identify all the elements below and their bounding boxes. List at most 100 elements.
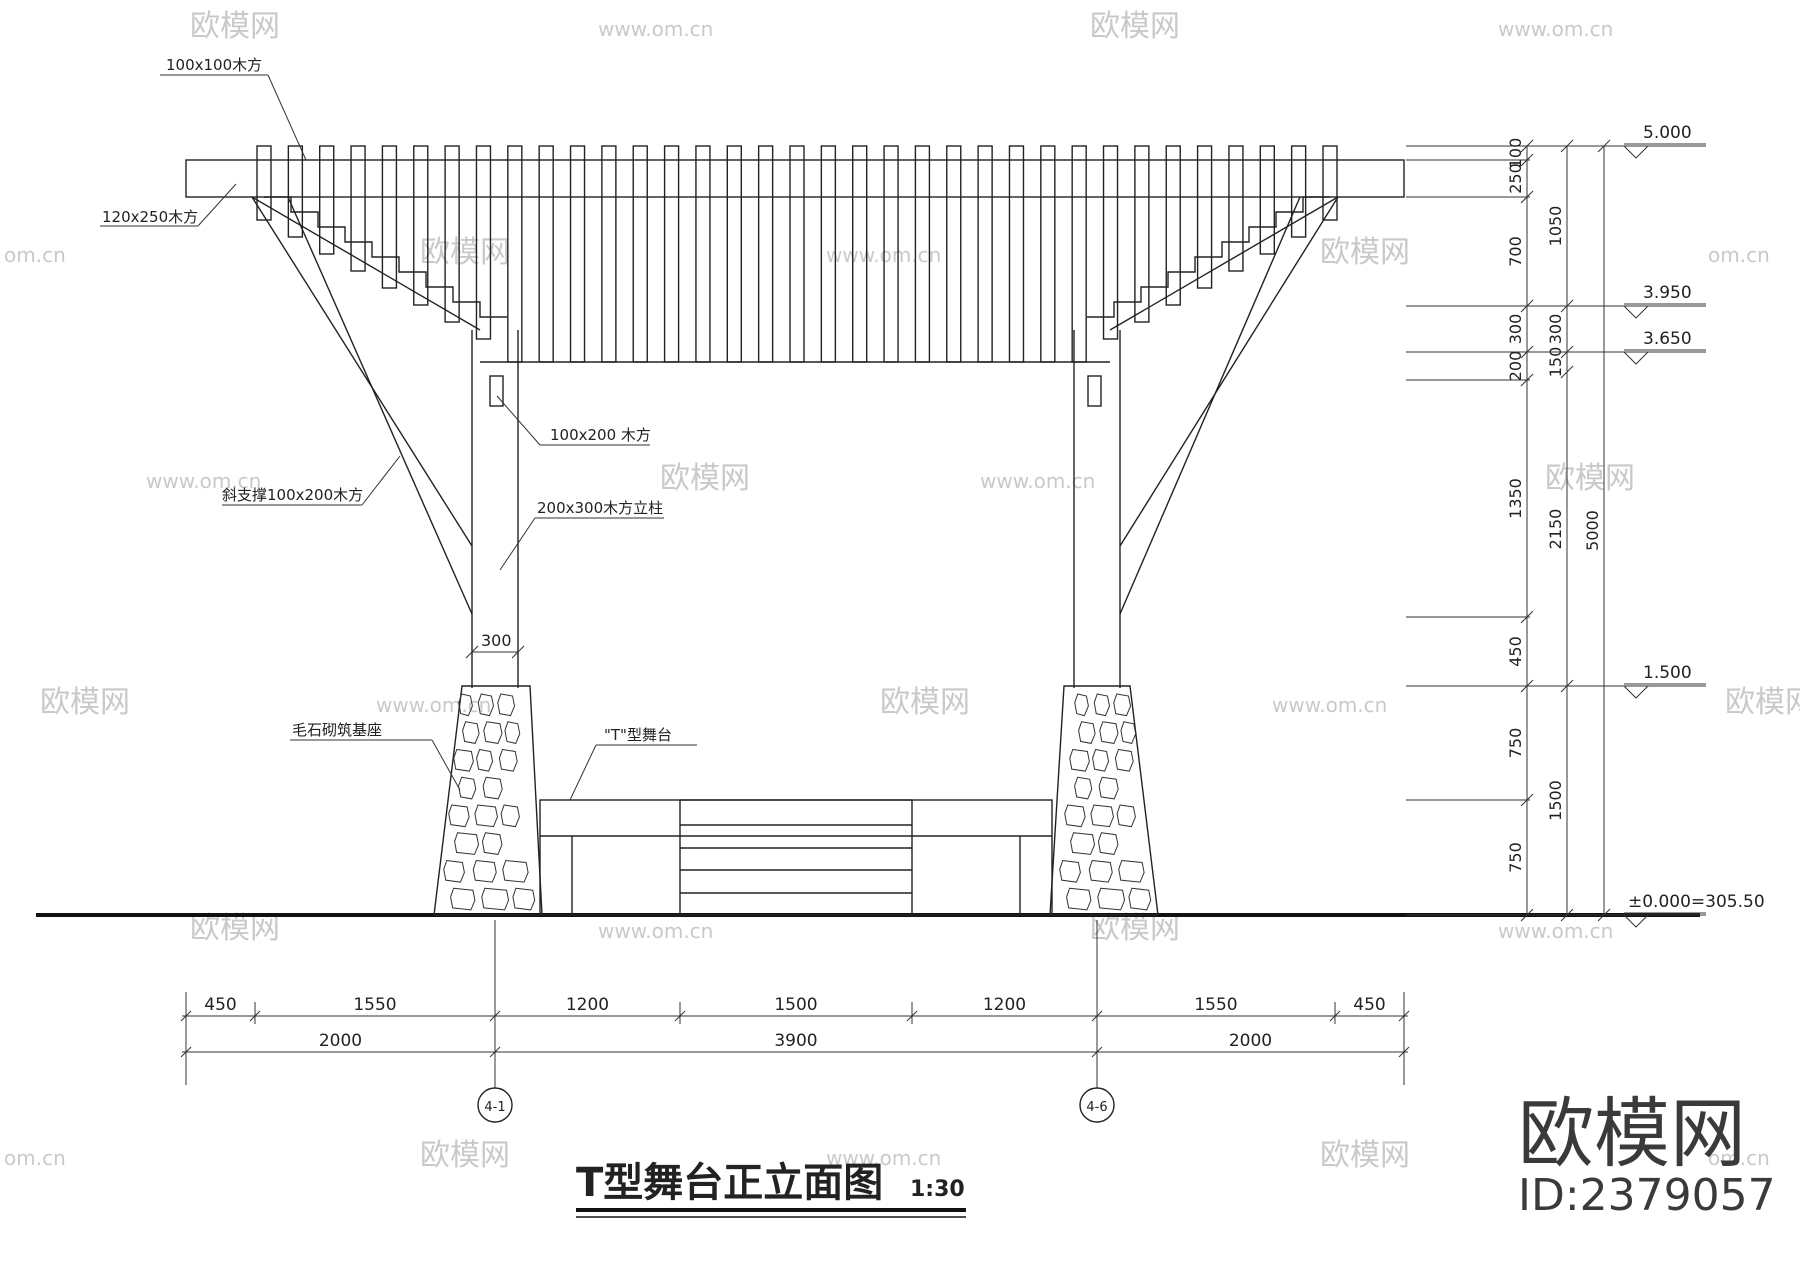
block-100x200 (489, 375, 504, 407)
stone (1118, 859, 1145, 883)
watermark-brand: 欧模网 (190, 9, 280, 44)
annotations: 100x100木方 120x250木方 100x200 木方 斜支撑100x20… (100, 56, 697, 801)
watermark-layer: 欧模网欧模网欧模网欧模网欧模网欧模网欧模网欧模网欧模网欧模网欧模网欧模网欧模网w… (4, 9, 1800, 1173)
vdim-label-2: 150 (1546, 347, 1565, 378)
watermark-brand: 欧模网 (420, 1138, 510, 1173)
vdim-label-1: 1350 (1506, 478, 1525, 519)
vdim-label-1: 750 (1506, 728, 1525, 759)
stone (1064, 804, 1086, 828)
watermark-brand: 欧模网 (420, 235, 510, 270)
stone (498, 748, 518, 772)
stone (1090, 804, 1114, 828)
slat (444, 145, 460, 323)
stone (474, 804, 498, 828)
hdim-label: 450 (1353, 995, 1385, 1015)
slat (256, 145, 272, 221)
slat (1040, 145, 1056, 363)
stone (453, 748, 474, 772)
slat (538, 145, 554, 363)
vdim-label-2: 1500 (1546, 780, 1565, 821)
slat (1290, 145, 1307, 238)
slat (1008, 145, 1025, 363)
label-brace: 斜支撑100x200木方 (222, 486, 363, 504)
stone (1114, 748, 1134, 772)
stone (448, 804, 470, 828)
elevation-label: 3.950 (1643, 283, 1692, 303)
left-column (471, 330, 519, 688)
watermark-brand: 欧模网 (880, 685, 970, 720)
slat (1228, 145, 1244, 272)
watermark-brand: 欧模网 (1090, 9, 1180, 44)
watermark-site: www.om.cn (376, 693, 491, 717)
stone (1098, 776, 1119, 800)
slat (946, 145, 962, 363)
stone (1070, 832, 1096, 855)
axis-bubble-left (477, 1087, 513, 1123)
stone (1099, 721, 1119, 744)
stone (458, 693, 473, 717)
slat (413, 145, 429, 306)
vdim-label-1: 750 (1506, 842, 1525, 873)
vdim-label-3: 5000 (1583, 510, 1602, 551)
label-base: 毛石砌筑基座 (292, 721, 382, 739)
hdim-label: 2000 (1229, 1031, 1272, 1051)
slat (1259, 145, 1275, 255)
slat (350, 145, 366, 272)
stone (1097, 887, 1126, 911)
logo-text: 欧模网 (1518, 1089, 1746, 1178)
stone (1092, 748, 1110, 772)
watermark-site-short: om.cn (1708, 243, 1770, 267)
slat (381, 145, 398, 289)
watermark-brand: 欧模网 (660, 461, 750, 496)
main-beam (185, 159, 1405, 198)
hdim-label: 1500 (774, 995, 817, 1015)
stone (1088, 859, 1113, 883)
vdim-label-1: 300 (1506, 314, 1525, 345)
watermark-site: www.om.cn (826, 1146, 941, 1170)
vdim-label-1: 200 (1506, 351, 1525, 382)
stone (454, 832, 480, 855)
slat (569, 145, 586, 363)
stone (443, 859, 465, 883)
diagonal-braces (251, 196, 1339, 615)
right-column (1073, 330, 1121, 688)
vdim-label-2: 2150 (1546, 509, 1565, 550)
hdim-label: 1200 (983, 995, 1026, 1015)
stone (450, 887, 476, 911)
watermark-site: www.om.cn (1272, 693, 1387, 717)
stone (1097, 832, 1119, 855)
stone (472, 859, 497, 883)
stone (512, 887, 536, 911)
stone (462, 721, 480, 744)
slat-group (256, 145, 1338, 363)
slat (695, 145, 711, 363)
right-stone-base (1049, 685, 1159, 916)
watermark-site: www.om.cn (1498, 919, 1613, 943)
stone (502, 859, 529, 883)
watermark-brand: 欧模网 (1545, 461, 1635, 496)
corbel-group (251, 196, 1339, 331)
drawing-title: T型舞台正立面图 1:30 (576, 1160, 966, 1218)
slat (287, 145, 304, 238)
pergola-roof (185, 145, 1405, 363)
hdim-label: 1200 (566, 995, 609, 1015)
watermark-site-short: om.cn (1708, 1146, 1770, 1170)
stone (1128, 887, 1152, 911)
axis-bubble-right (1079, 1087, 1115, 1123)
hdim-label: 450 (204, 995, 236, 1015)
vdim-label-1: 250 (1506, 163, 1525, 194)
elevation-label: 1.500 (1643, 663, 1692, 683)
slat (1071, 145, 1087, 363)
slat (475, 145, 492, 340)
vertical-dimensions: 1002507003002001350450750750105030015021… (1406, 138, 1611, 922)
stone (497, 693, 516, 717)
drawing-scale: 1:30 (910, 1177, 965, 1202)
page-title: T型舞台正立面图 (576, 1160, 883, 1206)
stone (1066, 887, 1092, 911)
slat (757, 145, 774, 363)
t-stage (539, 799, 1053, 916)
label-col-width: 300 (481, 631, 512, 650)
watermark-site-short: om.cn (4, 1146, 66, 1170)
stone (476, 748, 494, 772)
